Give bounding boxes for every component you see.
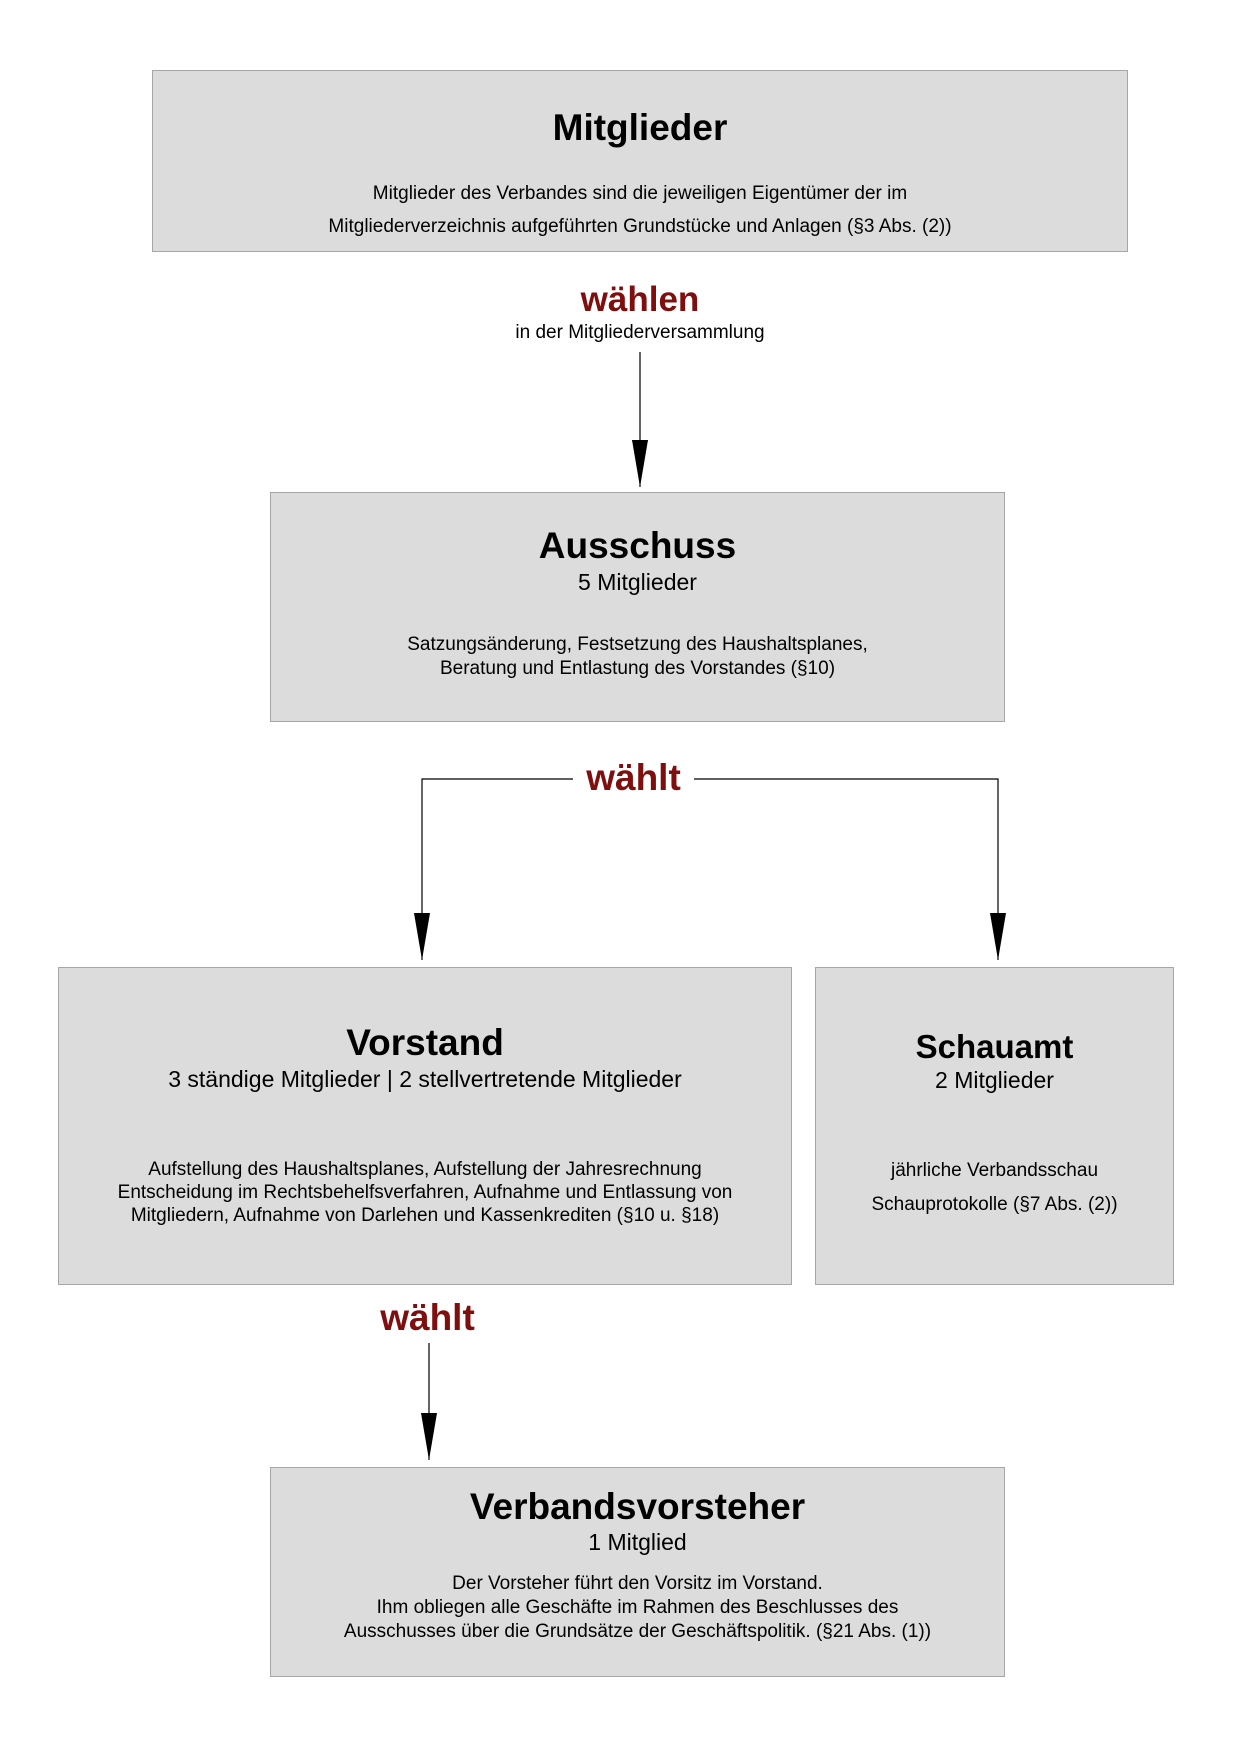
- box-vorstand-description: Aufstellung des Haushaltsplanes, Aufstel…: [59, 1158, 791, 1227]
- box-ausschuss: Ausschuss 5 Mitglieder Satzungsänderung,…: [270, 492, 1005, 722]
- arrowhead-vorstand-icon: [414, 913, 430, 960]
- box-schauamt-description-line: jährliche Verbandsschau: [890, 1160, 1099, 1181]
- box-mitglieder: Mitglieder Mitglieder des Verbandes sind…: [152, 70, 1128, 252]
- box-vorstand-subtitle: 3 ständige Mitglieder | 2 stellvertreten…: [168, 1066, 682, 1092]
- box-verbandsvorsteher-description: Der Vorsteher führt den Vorsitz im Vorst…: [271, 1572, 1004, 1644]
- box-schauamt: Schauamt 2 Mitglieder jährliche Verbands…: [815, 967, 1174, 1285]
- arrow-ausschuss-to-vorstand: [421, 778, 573, 960]
- arrowhead-ausschuss-icon: [632, 440, 648, 487]
- box-ausschuss-title: Ausschuss: [538, 525, 737, 566]
- box-schauamt-subtitle: 2 Mitglieder: [935, 1067, 1054, 1093]
- box-ausschuss-subtitle: 5 Mitglieder: [578, 569, 697, 595]
- box-mitglieder-description-line: Mitgliederverzeichnis aufgeführten Grund…: [328, 216, 952, 237]
- box-vorstand-description-line: Entscheidung im Rechtsbehelfsverfahren, …: [117, 1182, 733, 1203]
- box-mitglieder-description-line: Mitglieder des Verbandes sind die jeweil…: [372, 183, 908, 204]
- box-mitglieder-title: Mitglieder: [552, 107, 728, 148]
- connector-label-waehlt-ausschuss: wählt: [586, 757, 681, 798]
- box-verbandsvorsteher-description-line: Ihm obliegen alle Geschäfte im Rahmen de…: [376, 1597, 899, 1618]
- connector-label-waehlt-vorstand: wählt: [380, 1297, 475, 1338]
- connector-label-waehlen: wählen: [580, 280, 700, 319]
- box-ausschuss-description-line: Beratung und Entlastung des Vorstandes (…: [439, 658, 836, 679]
- arrowhead-schauamt-icon: [990, 913, 1006, 960]
- box-schauamt-description-line: Schauprotokolle (§7 Abs. (2)): [871, 1194, 1118, 1215]
- box-verbandsvorsteher-description-line: Der Vorsteher führt den Vorsitz im Vorst…: [452, 1573, 823, 1594]
- box-verbandsvorsteher-subtitle: 1 Mitglied: [588, 1529, 687, 1555]
- arrowhead-verbandsvorsteher-icon: [421, 1413, 437, 1460]
- box-vorstand-description-line: Aufstellung des Haushaltsplanes, Aufstel…: [148, 1159, 702, 1180]
- arrow-ausschuss-to-schauamt: [694, 778, 999, 960]
- box-ausschuss-description-line: Satzungsänderung, Festsetzung des Hausha…: [407, 634, 868, 655]
- box-mitglieder-description: Mitglieder des Verbandes sind die jeweil…: [153, 177, 1127, 243]
- box-schauamt-description: jährliche Verbandsschau Schauprotokolle …: [816, 1154, 1173, 1222]
- box-vorstand-description-line: Mitgliedern, Aufnahme von Darlehen und K…: [130, 1205, 720, 1226]
- box-verbandsvorsteher-title: Verbandsvorsteher: [469, 1486, 806, 1527]
- box-verbandsvorsteher-description-line: Ausschusses über die Grundsätze der Gesc…: [343, 1621, 932, 1642]
- box-schauamt-title: Schauamt: [915, 1028, 1074, 1065]
- box-verbandsvorsteher: Verbandsvorsteher 1 Mitglied Der Vorsteh…: [270, 1467, 1005, 1677]
- connector-note-mitgliederversammlung: in der Mitgliederversammlung: [515, 322, 765, 343]
- box-vorstand: Vorstand 3 ständige Mitglieder | 2 stell…: [58, 967, 792, 1285]
- box-vorstand-title: Vorstand: [346, 1022, 504, 1063]
- box-ausschuss-description: Satzungsänderung, Festsetzung des Hausha…: [271, 633, 1004, 681]
